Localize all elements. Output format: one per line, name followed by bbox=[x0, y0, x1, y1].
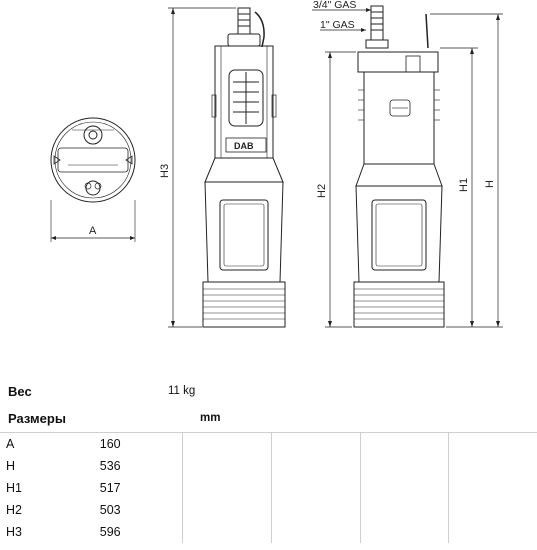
empty-cell bbox=[449, 521, 537, 543]
table-row: A 160 bbox=[0, 432, 537, 455]
dimensions-label: Размеры bbox=[8, 411, 66, 426]
empty-cell bbox=[449, 499, 537, 521]
dimension-value: 160 bbox=[93, 432, 184, 455]
table-row: H 536 bbox=[0, 455, 537, 477]
weight-label: Вес bbox=[8, 384, 32, 399]
label-gas-1: 1" GAS bbox=[320, 19, 355, 31]
dimension-value: 517 bbox=[93, 477, 184, 499]
h-dimension-line bbox=[430, 13, 503, 328]
empty-cell bbox=[271, 499, 361, 521]
brand-logo: DAB bbox=[234, 141, 254, 151]
empty-cell bbox=[182, 499, 273, 521]
empty-cell bbox=[271, 432, 361, 455]
empty-cell bbox=[182, 455, 273, 477]
top-view bbox=[50, 117, 136, 242]
dimension-key: H bbox=[6, 459, 16, 473]
empty-cell bbox=[182, 432, 273, 455]
empty-cell bbox=[360, 432, 450, 455]
gas-callouts bbox=[312, 8, 371, 32]
table-row: H3 596 bbox=[0, 521, 537, 543]
dimension-key: H2 bbox=[6, 503, 22, 517]
h1-dimension-line bbox=[440, 47, 478, 328]
empty-cell bbox=[449, 455, 537, 477]
empty-cell bbox=[449, 477, 537, 499]
pump-front-view bbox=[202, 7, 286, 328]
weight-value: 11 kg bbox=[168, 385, 196, 397]
label-gas-3-4: 3/4" GAS bbox=[313, 0, 356, 11]
label-h2: H2 bbox=[316, 184, 328, 198]
label-a: A bbox=[89, 225, 97, 237]
empty-cell bbox=[271, 455, 361, 477]
empty-cell bbox=[360, 455, 450, 477]
dimension-key: H3 bbox=[6, 525, 22, 539]
dimension-value: 596 bbox=[93, 521, 184, 543]
pump-dimension-drawing: A H3 H2 H1 H 3/4" GAS 1" GAS DAB bbox=[50, 0, 503, 328]
empty-cell bbox=[360, 499, 450, 521]
dimension-key: A bbox=[0, 432, 94, 455]
table-row: H1 517 bbox=[0, 477, 537, 499]
label-h: H bbox=[484, 180, 496, 188]
empty-cell bbox=[360, 521, 450, 543]
label-h3: H3 bbox=[159, 164, 171, 178]
dimension-value: 536 bbox=[93, 455, 184, 477]
empty-cell bbox=[271, 521, 361, 543]
h2-dimension-line bbox=[325, 51, 356, 328]
empty-cell bbox=[271, 477, 361, 499]
empty-cell bbox=[182, 477, 273, 499]
pump-side-view bbox=[353, 5, 445, 328]
unit-label: mm bbox=[200, 412, 221, 424]
dimension-value: 503 bbox=[93, 499, 184, 521]
empty-cell bbox=[448, 432, 537, 455]
empty-cell bbox=[360, 477, 450, 499]
h3-dimension-line bbox=[168, 7, 236, 328]
dimension-key: H1 bbox=[6, 481, 22, 495]
empty-cell bbox=[182, 521, 273, 543]
dimensions-table: A 160 H 536 H1 517 bbox=[0, 432, 537, 543]
table-row: H2 503 bbox=[0, 499, 537, 521]
label-h1: H1 bbox=[458, 178, 470, 192]
